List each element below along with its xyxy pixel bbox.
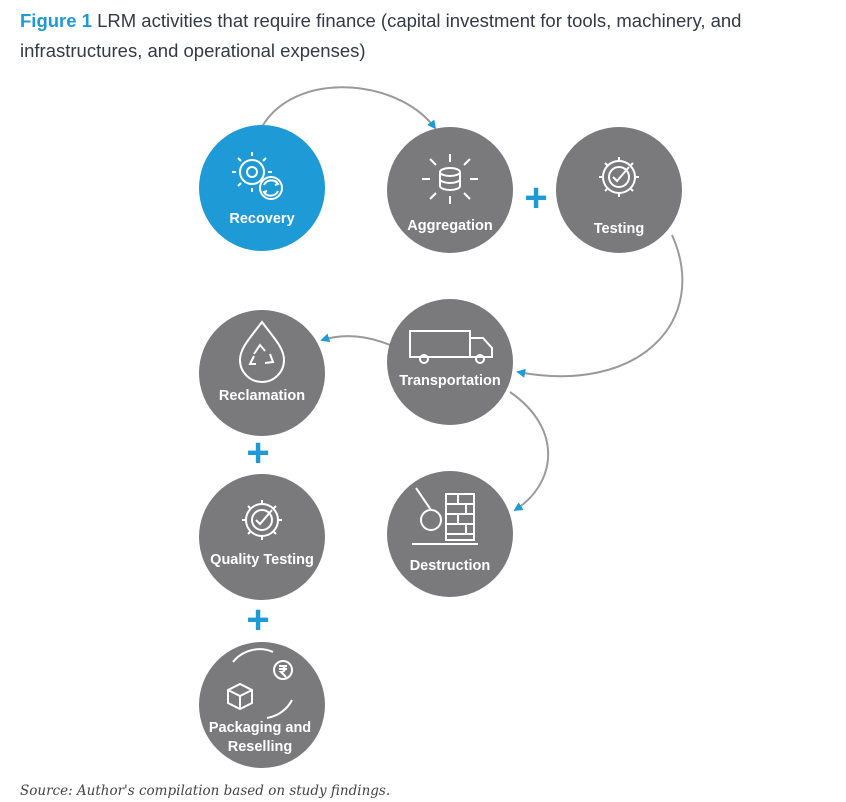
destruction-label: Destruction [409, 558, 491, 574]
plus-sign-reclamation-quality: + [246, 431, 270, 475]
gear-check-icon [599, 157, 639, 197]
truck-icon [409, 330, 493, 364]
packaging-label-line2: Reselling [227, 739, 293, 755]
arrow-transportation-to-reclamation [320, 333, 391, 346]
arrow-recovery-to-aggregation [257, 86, 437, 136]
transportation-circle [387, 299, 513, 425]
recovery-label: Recovery [229, 211, 295, 227]
figure-caption: LRM activities that require finance (cap… [20, 10, 742, 61]
testing-label: Testing [593, 221, 645, 237]
arrow-testing-to-transportation [516, 234, 684, 378]
water-drop-recycle-icon [238, 320, 286, 383]
plus-sign-quality-packaging: + [246, 598, 270, 642]
aggregation-label: Aggregation [407, 218, 493, 234]
packaging-circle [199, 642, 325, 768]
plus-sign-aggregation-testing: + [524, 176, 548, 220]
box-rupee-cycle-icon [227, 648, 293, 719]
wrecking-ball-icon [412, 487, 478, 545]
transportation-label: Transportation [399, 373, 501, 389]
figure-label: Figure 1 [20, 10, 92, 31]
figure-title: Figure 1 LRM activities that require fin… [20, 6, 840, 66]
arrow-transportation-to-destruction [509, 391, 550, 511]
reclamation-circle [199, 310, 325, 436]
packaging-label-line1: Packaging and [208, 720, 312, 736]
quality-testing-label: Quality Testing [210, 552, 314, 568]
quality-gear-check-icon [242, 500, 282, 540]
database-aggregation-icon [422, 154, 478, 204]
gear-recycle-icon [232, 152, 283, 200]
source-note: Source: Author's compilation based on st… [20, 783, 391, 799]
testing-circle [556, 127, 682, 253]
reclamation-label: Reclamation [218, 388, 306, 404]
